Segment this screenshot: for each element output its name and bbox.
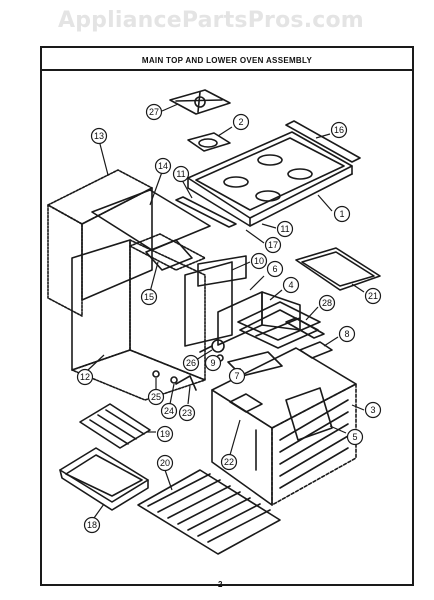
callout-25	[147, 378, 165, 406]
callout-8	[323, 325, 356, 347]
callout-14	[149, 157, 172, 206]
callout-label-8: 8	[344, 329, 349, 339]
inner-box-part	[285, 387, 333, 441]
callout-3	[351, 401, 382, 419]
callout-27	[145, 103, 179, 121]
side-rail-part	[175, 196, 237, 228]
ignitor-strip-part	[299, 341, 333, 359]
callout-22	[220, 419, 241, 471]
callout-10	[231, 252, 268, 271]
callout-label-17: 17	[268, 240, 278, 250]
broiler-grid-part	[79, 403, 151, 449]
page-number: 2	[218, 580, 223, 589]
callout-label-10: 10	[254, 256, 264, 266]
broiler-pan-part	[59, 447, 149, 511]
callout-26	[182, 349, 213, 372]
small-fittings-part	[152, 370, 197, 391]
callout-label-22: 22	[224, 457, 234, 467]
burner-grate-part	[169, 89, 231, 115]
callout-label-3: 3	[370, 405, 375, 415]
callout-28	[305, 294, 336, 321]
callout-label-26: 26	[186, 358, 196, 368]
burner-strip-part	[285, 317, 325, 339]
oven-body-part	[211, 347, 357, 506]
callout-label-12: 12	[80, 372, 90, 382]
callout-label-23: 23	[182, 408, 192, 418]
oven-burner-part	[217, 291, 301, 346]
main-top-part	[187, 131, 353, 227]
callout-label-2: 2	[238, 117, 243, 127]
callout-label-1: 1	[339, 209, 344, 219]
callout-19	[146, 425, 174, 443]
rear-trim-strip-part	[285, 120, 361, 163]
callout-11b	[261, 220, 294, 238]
callout-label-9: 9	[210, 358, 215, 368]
callout-label-16: 16	[334, 125, 344, 135]
bottom-panel-part	[295, 247, 381, 291]
callout-label-19: 19	[160, 429, 170, 439]
callout-label-24: 24	[164, 406, 174, 416]
callout-label-11a: 11	[176, 169, 185, 179]
callout-24	[160, 383, 178, 420]
callout-12	[76, 354, 105, 386]
callout-6	[249, 260, 284, 291]
callout-9	[204, 354, 222, 372]
callout-20	[156, 454, 174, 491]
insulation-back-part	[47, 169, 153, 317]
callout-label-18: 18	[87, 520, 97, 530]
drip-bowl-part	[187, 132, 231, 152]
callout-label-27: 27	[149, 107, 159, 117]
callout-11a	[172, 165, 193, 199]
callout-label-6: 6	[272, 264, 277, 274]
callout-18	[83, 503, 105, 534]
callout-label-11b: 11	[280, 224, 289, 234]
callout-label-20: 20	[160, 458, 170, 468]
valve-part	[199, 339, 225, 353]
callout-5	[329, 425, 364, 446]
callout-4	[269, 276, 300, 301]
callout-21	[351, 283, 382, 305]
callout-2	[217, 113, 250, 137]
callout-13	[90, 127, 109, 176]
callout-label-7: 7	[234, 371, 239, 381]
callout-label-15: 15	[144, 292, 154, 302]
callout-17	[245, 229, 282, 254]
diagram-title: MAIN TOP AND LOWER OVEN ASSEMBLY	[141, 56, 313, 65]
title-box	[40, 46, 414, 71]
callout-label-4: 4	[288, 280, 293, 290]
callout-label-21: 21	[368, 291, 378, 301]
callout-label-14: 14	[158, 161, 168, 171]
vent-duct-part	[184, 255, 247, 347]
callout-label-5: 5	[352, 432, 357, 442]
callout-7	[228, 367, 246, 385]
callout-1	[317, 194, 351, 223]
callout-label-13: 13	[94, 131, 104, 141]
callout-16	[315, 121, 348, 139]
diagram-frame	[40, 46, 414, 586]
watermark-text: AppliancePartsPros.com	[58, 8, 364, 33]
callout-label-28: 28	[322, 298, 332, 308]
oven-rack-part	[137, 469, 281, 555]
rear-bracket-part	[145, 239, 193, 271]
insulation-top-part	[91, 189, 211, 271]
callout-23	[178, 385, 196, 422]
callout-label-25: 25	[151, 392, 161, 402]
callout-15	[140, 261, 159, 306]
